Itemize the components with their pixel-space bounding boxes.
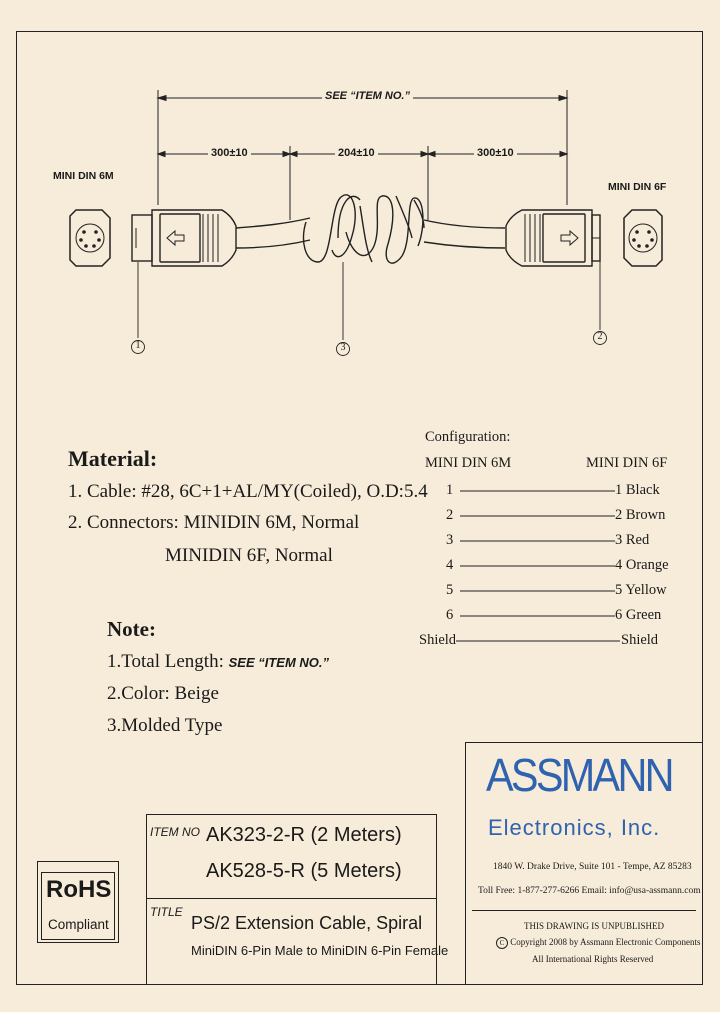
right-connector xyxy=(505,209,601,267)
overall-dimension-label: SEE “ITEM NO.” xyxy=(322,90,413,102)
company-logo: ASSMANN xyxy=(486,749,675,801)
title-block-divider xyxy=(146,898,437,899)
callout-1-label: 1 xyxy=(135,340,141,351)
config-right-pin-5: 5 Yellow xyxy=(615,582,667,598)
notice-copyright-text: Copyright 2008 by Assmann Electronic Com… xyxy=(510,937,701,947)
material-heading: Material: xyxy=(68,446,158,471)
item-no-2: AK528-5-R (5 Meters) xyxy=(206,860,402,882)
right-dimension-label: 300±10 xyxy=(474,147,517,159)
config-left-pin-4: 4 xyxy=(446,557,454,573)
config-right-pin-3: 3 Red xyxy=(615,532,650,548)
config-right-pin-4: 4 Orange xyxy=(615,557,669,573)
drawing-subtitle: MiniDIN 6-Pin Male to MiniDIN 6-Pin Fema… xyxy=(191,943,449,958)
callout-3-circle xyxy=(336,342,350,356)
rohs-title: RoHS xyxy=(46,876,112,903)
configuration-title: Configuration: xyxy=(425,429,511,445)
mini-din-female-face xyxy=(623,209,663,267)
title-block xyxy=(146,814,437,985)
configuration-wires xyxy=(456,490,620,642)
config-left-pin-1: 1 xyxy=(446,482,454,498)
note-line-1-value: SEE “ITEM NO.” xyxy=(228,655,330,670)
callout-2-circle xyxy=(593,331,607,345)
notice-unpublished: THIS DRAWING IS UNPUBLISHED xyxy=(524,921,665,931)
overall-dim-arrow-left xyxy=(156,94,167,102)
config-left-pin-2: 2 xyxy=(446,507,454,523)
title-label: TITLE xyxy=(150,905,183,919)
config-right-pin-1: 1 Black xyxy=(615,482,660,498)
company-name-subtitle: Electronics, Inc. xyxy=(488,815,661,840)
material-line-2: 2. Connectors: MINIDIN 6M, Normal xyxy=(68,512,360,533)
callout-2-label: 2 xyxy=(597,331,603,342)
callout-1-circle xyxy=(131,340,145,354)
company-address: 1840 W. Drake Drive, Suite 101 - Tempe, … xyxy=(493,862,692,872)
note-line-1-prefix: 1.Total Length: xyxy=(107,651,224,672)
notice-rights: All International Rights Reserved xyxy=(532,954,654,964)
item-no-label: ITEM NO xyxy=(150,825,200,839)
company-divider xyxy=(472,910,696,911)
note-heading: Note: xyxy=(107,617,156,641)
copyright-symbol: C xyxy=(496,937,508,949)
material-line-3: MINIDIN 6F, Normal xyxy=(165,545,333,566)
configuration-left-header: MINI DIN 6M xyxy=(425,455,512,471)
item-no-1: AK323-2-R (2 Meters) xyxy=(206,824,402,846)
left-connector xyxy=(131,209,237,267)
configuration-right-header: MINI DIN 6F xyxy=(586,455,668,471)
rohs-subtitle: Compliant xyxy=(48,917,109,932)
note-line-3: 3.Molded Type xyxy=(107,715,223,736)
cable-coil xyxy=(302,194,425,264)
callout-3-label: 3 xyxy=(340,342,346,353)
middle-dimension-label: 204±10 xyxy=(335,147,378,159)
callout-2-leader xyxy=(592,237,601,330)
rohs-badge xyxy=(37,861,119,943)
left-dimension-label: 300±10 xyxy=(208,147,251,159)
material-line-1: 1. Cable: #28, 6C+1+AL/MY(Coiled), O.D:5… xyxy=(68,481,428,502)
config-left-pin-3: 3 xyxy=(446,532,454,548)
rohs-inner-box xyxy=(41,872,115,940)
right-connector-label: MINI DIN 6F xyxy=(608,181,667,193)
note-line-1: 1.Total Length: SEE “ITEM NO.” xyxy=(107,651,329,673)
left-connector-label: MINI DIN 6M xyxy=(53,170,114,182)
drawing-title: PS/2 Extension Cable, Spiral xyxy=(191,913,423,933)
config-right-shield: Shield xyxy=(621,632,659,648)
note-line-2: 2.Color: Beige xyxy=(107,683,219,704)
company-block xyxy=(465,742,703,985)
config-right-pin-2: 2 Brown xyxy=(615,507,666,523)
config-right-pin-6: 6 Green xyxy=(615,607,662,623)
config-left-pin-5: 5 xyxy=(446,582,454,598)
config-left-shield: Shield xyxy=(419,632,457,648)
overall-dim-arrow-right xyxy=(558,94,569,102)
mini-din-male-face xyxy=(69,209,111,267)
notice-copyright: C Copyright 2008 by Assmann Electronic C… xyxy=(496,937,701,949)
cable-straight xyxy=(235,217,506,249)
company-contact: Toll Free: 1-877-277-6266 Email: info@us… xyxy=(478,886,701,896)
config-left-pin-6: 6 xyxy=(446,607,454,623)
